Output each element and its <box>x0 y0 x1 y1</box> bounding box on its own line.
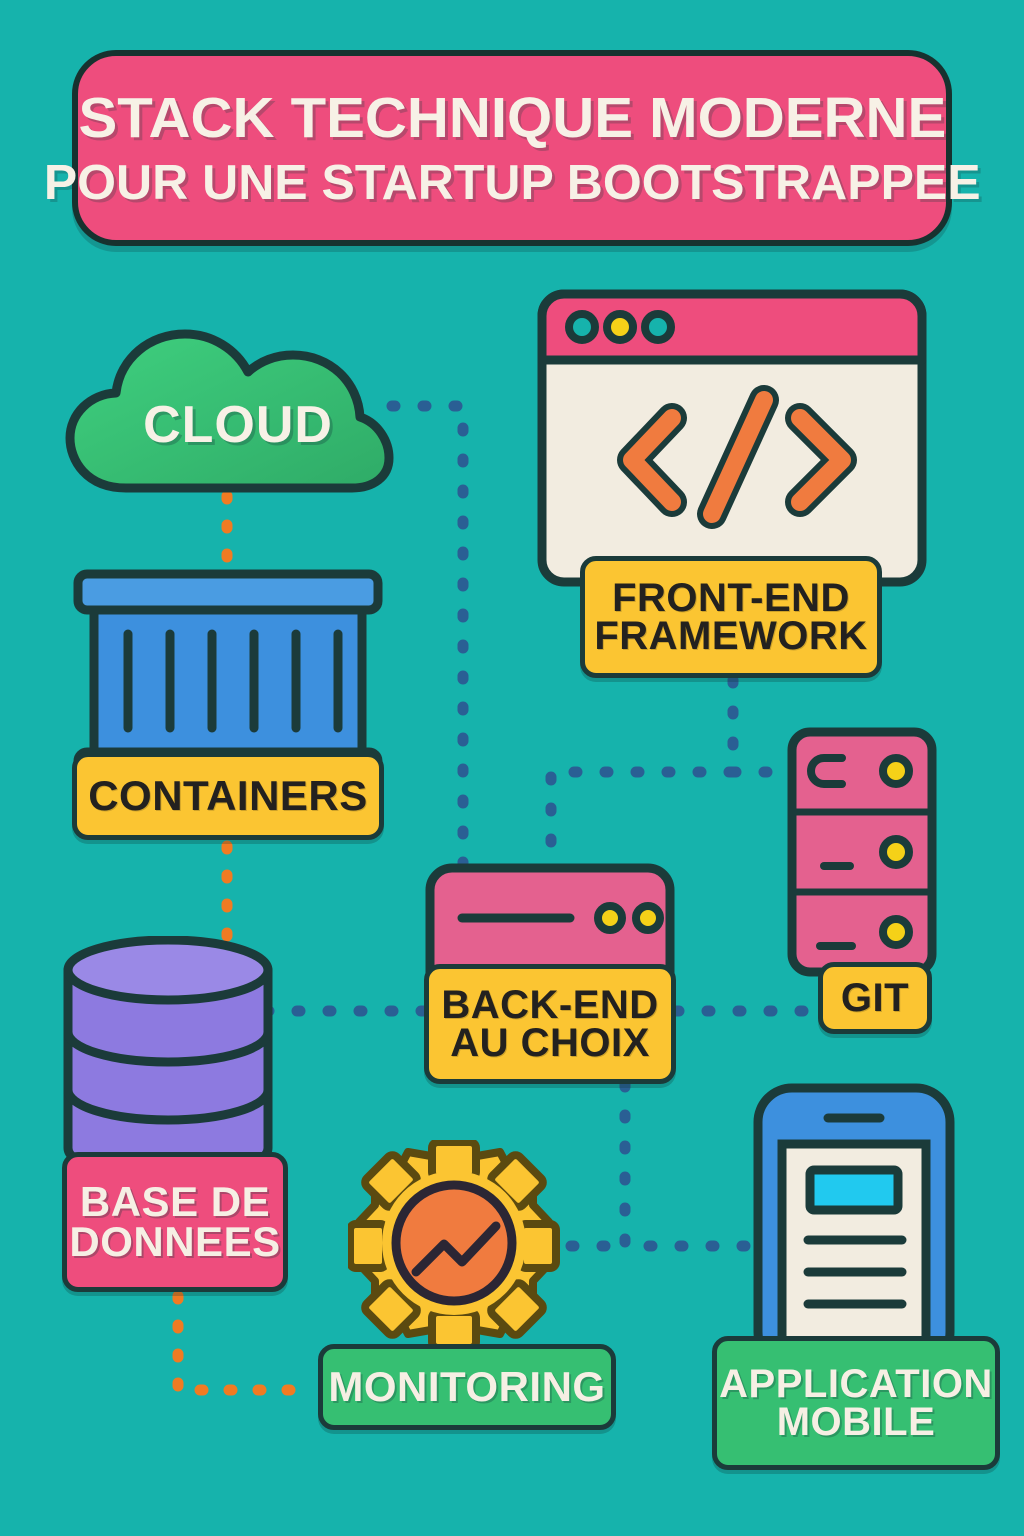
server-led-2 <box>879 835 913 869</box>
window-dot-2 <box>603 310 637 344</box>
server-led-1 <box>879 754 913 788</box>
database-label-line-2: DONNEES <box>69 1218 281 1265</box>
title-line-1: STACK TECHNIQUE MODERNE <box>78 86 946 150</box>
mobile-label-line-1: APPLICATION <box>719 1361 993 1406</box>
backend-label-line-1: BACK-END <box>441 982 659 1027</box>
database-label: BASE DE DONNEES <box>62 1152 288 1292</box>
backend-label-line-2: AU CHOIX <box>450 1021 650 1065</box>
server-panel-icon <box>425 863 675 984</box>
frontend-label-line-2: FRAMEWORK <box>594 614 868 658</box>
cloud-icon <box>65 329 394 493</box>
database-cylinder-icon <box>63 936 273 1183</box>
mobile-label-line-2: MOBILE <box>776 1400 936 1444</box>
monitoring-label: MONITORING <box>318 1344 616 1430</box>
connector-frontend-to-backend <box>545 674 739 872</box>
monitoring-label-text: MONITORING <box>328 1362 606 1410</box>
connector-backend-to-mobile <box>619 1078 768 1252</box>
app-header-block <box>805 1165 903 1215</box>
gear-chart-icon <box>348 1140 560 1352</box>
backend-led-1 <box>594 902 626 934</box>
connector-cloud-to-backend <box>386 400 469 872</box>
page-title: STACK TECHNIQUE MODERNE POUR UNE STARTUP… <box>44 50 980 246</box>
connector-database-to-monitoring <box>172 1290 322 1396</box>
containers-label: CONTAINERS <box>72 752 384 840</box>
mobile-label: APPLICATION MOBILE <box>712 1336 1000 1470</box>
backend-led-2 <box>632 902 664 934</box>
git-label: GIT <box>818 962 932 1034</box>
title-line-2: POUR UNE STARTUP BOOTSTRAPPEE <box>43 156 981 210</box>
frontend-label-line-1: FRONT-END <box>612 575 850 620</box>
frontend-label: FRONT-END FRAMEWORK <box>580 556 882 678</box>
server-led-3 <box>879 915 913 949</box>
smartphone-icon <box>753 1083 955 1371</box>
containers-label-text: CONTAINERS <box>88 771 368 819</box>
database-label-line-1: BASE DE <box>79 1177 271 1225</box>
server-rack-icon <box>787 727 937 977</box>
browser-window-icon <box>537 289 927 587</box>
cloud-label: CLOUD <box>143 396 333 454</box>
chart-zigzag-icon <box>411 1221 501 1277</box>
backend-label: BACK-END AU CHOIX <box>424 964 676 1084</box>
window-dot-1 <box>565 310 599 344</box>
git-label-text: GIT <box>840 975 910 1020</box>
window-dot-3 <box>641 310 675 344</box>
code-glyph-icon <box>617 385 857 529</box>
